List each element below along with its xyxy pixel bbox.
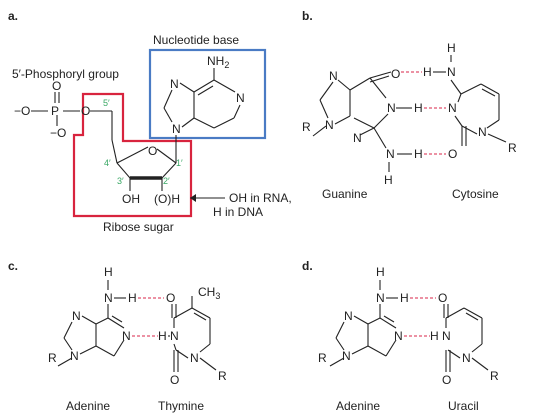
atom-n: N bbox=[342, 349, 351, 363]
atom-p: P bbox=[51, 104, 59, 118]
panel-a: a. Nucleotide base 5′-Phosphoryl group −… bbox=[8, 9, 292, 234]
phosphate-group: −O P O −O O 5′ bbox=[14, 79, 113, 140]
ribose-sugar-label: Ribose sugar bbox=[103, 220, 174, 234]
panel-d-label: d. bbox=[302, 259, 313, 273]
atom-n: N bbox=[394, 329, 403, 343]
guanine-label: Guanine bbox=[322, 187, 368, 201]
panel-c-label: c. bbox=[8, 259, 18, 273]
atom-ring-o: O bbox=[148, 144, 157, 158]
atom-n1: N bbox=[236, 91, 245, 105]
atom-o: O bbox=[448, 147, 457, 161]
atom-h: H bbox=[128, 291, 137, 305]
atom-oh-3prime: OH bbox=[122, 192, 140, 206]
uracil-label: Uracil bbox=[448, 399, 479, 413]
adenine-structure-d: H N H N N N R bbox=[318, 265, 436, 367]
atom-n7: N bbox=[170, 77, 179, 91]
atom-h: H bbox=[414, 147, 423, 161]
atom-h: H bbox=[423, 65, 432, 79]
atom-oh-2prime: (O)H bbox=[154, 192, 180, 206]
cytosine-structure: H N H N R N O bbox=[423, 41, 517, 161]
atom-o: O bbox=[442, 373, 451, 387]
prime-2-label: 2′ bbox=[163, 176, 170, 186]
atom-h: H bbox=[400, 291, 409, 305]
panel-b: b. N N R O N N N H H bbox=[302, 9, 517, 201]
atom-n: N bbox=[387, 101, 396, 115]
nucleotide-base-box bbox=[148, 48, 267, 140]
thymine-structure: O CH3 N R H N O bbox=[158, 285, 227, 387]
atom-n: N bbox=[448, 101, 457, 115]
atom-n: N bbox=[325, 118, 334, 132]
atom-o: O bbox=[166, 291, 175, 305]
atom-n: N bbox=[72, 309, 81, 323]
thymine-label: Thymine bbox=[158, 399, 204, 413]
atom-n: N bbox=[104, 291, 113, 305]
phosphoryl-group-label: 5′-Phosphoryl group bbox=[12, 67, 119, 81]
ribose-sugar-box bbox=[72, 92, 193, 218]
atom-h: H bbox=[414, 101, 423, 115]
ribose-ring: O 4′ 3′ 2′ 1′ OH (O)H OH in RNA, H in DN… bbox=[103, 135, 292, 234]
panel-d: d. H N H N N N R bbox=[302, 259, 499, 413]
prime-5-label: 5′ bbox=[103, 98, 110, 108]
atom-h: H bbox=[447, 41, 456, 55]
adenine-label-d: Adenine bbox=[336, 399, 380, 413]
atom-r: R bbox=[302, 120, 311, 134]
atom-h: H bbox=[376, 265, 385, 279]
atom-n: N bbox=[462, 351, 471, 365]
atom-n: N bbox=[344, 309, 353, 323]
prime-4-label: 4′ bbox=[104, 158, 111, 168]
nucleotide-base-label: Nucleotide base bbox=[153, 33, 239, 47]
atom-r: R bbox=[48, 351, 57, 365]
atom-n: N bbox=[478, 125, 487, 139]
adenine-base-a: NH2 N N N bbox=[163, 54, 245, 136]
adenine-label-c: Adenine bbox=[66, 399, 110, 413]
panel-c: c. H N H N N N R bbox=[8, 259, 227, 413]
atom-n: N bbox=[376, 291, 385, 305]
guanine-structure: N N R O N N N H H H bbox=[302, 67, 446, 187]
atom-h: H bbox=[430, 329, 439, 343]
atom-h: H bbox=[158, 329, 167, 343]
atom-n: N bbox=[442, 329, 451, 343]
atom-n: N bbox=[190, 351, 199, 365]
atom-n: N bbox=[70, 349, 79, 363]
atom-n: N bbox=[353, 131, 362, 145]
atom-o-minus: −O bbox=[14, 104, 30, 118]
atom-n: N bbox=[170, 329, 179, 343]
atom-o: O bbox=[438, 291, 447, 305]
atom-r: R bbox=[318, 351, 327, 365]
atom-r: R bbox=[218, 369, 227, 383]
panel-b-label: b. bbox=[302, 9, 313, 23]
atom-h: H bbox=[104, 265, 113, 279]
h-in-dna-label: H in DNA bbox=[213, 205, 263, 219]
atom-r: R bbox=[508, 141, 517, 155]
atom-n: N bbox=[329, 69, 338, 83]
cytosine-label: Cytosine bbox=[452, 187, 499, 201]
atom-n9: N bbox=[172, 122, 181, 136]
ch3-label: CH3 bbox=[198, 285, 220, 301]
atom-r: R bbox=[490, 369, 499, 383]
prime-3-label: 3′ bbox=[117, 176, 124, 186]
adenine-structure-c: H N H N N N R bbox=[48, 265, 164, 367]
prime-1-label: 1′ bbox=[176, 158, 183, 168]
atom-n: N bbox=[122, 329, 131, 343]
panel-a-label: a. bbox=[8, 9, 18, 23]
atom-o: O bbox=[52, 79, 61, 93]
atom-o: O bbox=[170, 373, 179, 387]
atom-o-minus-lower: −O bbox=[50, 126, 66, 140]
atom-o-bridge: O bbox=[81, 104, 90, 118]
oh-in-rna-label: OH in RNA, bbox=[229, 191, 292, 205]
atom-o: O bbox=[391, 67, 400, 81]
nh2-label: NH2 bbox=[207, 54, 229, 70]
uracil-structure: O N R H N O bbox=[430, 291, 499, 387]
atom-n: N bbox=[447, 65, 456, 79]
atom-h: H bbox=[384, 173, 393, 187]
atom-n: N bbox=[386, 147, 395, 161]
